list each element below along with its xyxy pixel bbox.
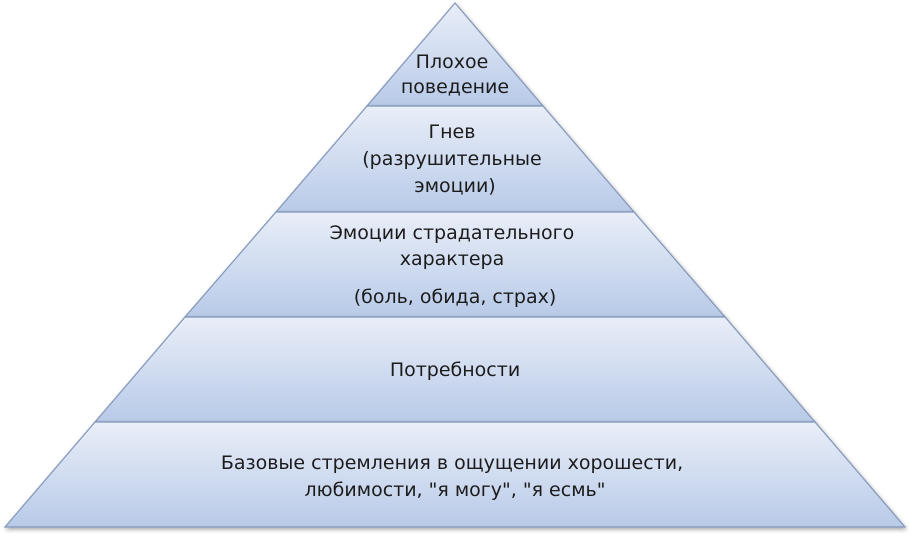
pyramid-level-base: Базовые стремления в ощущении хорошести,… bbox=[3, 421, 907, 528]
pyramid-level-top: Плохое поведение bbox=[365, 2, 545, 107]
svg-text:Гнев (разрушительные: Гнев (разрушительные эмоции) bbox=[362, 121, 548, 197]
svg-text:Потребности: Потребности bbox=[390, 359, 520, 381]
pyramid-level-suffering: Эмоции страдательного характера (боль, о… bbox=[183, 211, 727, 318]
pyramid-level-anger: Гнев (разрушительные эмоции) bbox=[274, 105, 636, 213]
pyramid-level-needs: Потребности bbox=[93, 316, 817, 423]
level-suffering-line-1: Эмоции страдательного bbox=[330, 222, 575, 244]
svg-text:Базовые стремления в ощущении: Базовые стремления в ощущении хорошести,… bbox=[221, 452, 689, 501]
level-suffering-line-2: характера bbox=[400, 248, 505, 270]
level-needs-line-1: Потребности bbox=[390, 359, 520, 381]
svg-text:Эмоции страдательного ха: Эмоции страдательного характера (боль, о… bbox=[330, 222, 581, 308]
level-base-line-2: любимости, "я могу", "я есмь" bbox=[305, 479, 606, 501]
svg-text:Плохое поведение: Плохое поведение bbox=[401, 51, 509, 98]
level-anger-line-3: эмоции) bbox=[414, 175, 495, 197]
level-top-line-2: поведение bbox=[401, 76, 509, 98]
level-base-line-1: Базовые стремления в ощущении хорошести, bbox=[221, 452, 683, 474]
level-anger-line-1: Гнев bbox=[429, 121, 476, 143]
level-suffering-line-3: (боль, обида, страх) bbox=[354, 286, 557, 308]
level-anger-line-2: (разрушительные bbox=[362, 148, 541, 170]
level-top-line-1: Плохое bbox=[416, 51, 489, 73]
